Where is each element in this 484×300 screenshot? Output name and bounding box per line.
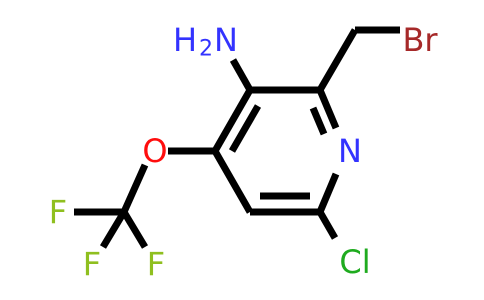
bond-c4-c3 [211, 88, 254, 153]
amino-n-label: N [214, 21, 238, 59]
oxygen-label: O [142, 132, 167, 170]
substituent-bonds [74, 26, 400, 249]
bond-c5-c4 [211, 149, 254, 214]
amino-h-label: H [173, 21, 197, 59]
bond-cf3-f-left [99, 210, 128, 249]
bond-o-cf3 [120, 163, 149, 214]
bond-c4-c3-inner [228, 104, 262, 153]
bond-c2-n1 [316, 88, 340, 130]
fluorine-left-label: F [83, 245, 101, 283]
ring-nitrogen-label: N [338, 132, 362, 170]
bond-cf3-f-right [120, 210, 149, 249]
amino-group: H 2 N [173, 21, 238, 62]
bond-c2-ch2 [316, 28, 359, 92]
bond-c2-n1-inner [309, 106, 328, 136]
bond-c6-cl [316, 210, 339, 240]
bond-n1-c6 [316, 172, 340, 214]
ring-bonds [211, 86, 340, 216]
fluorine-right-label: F [147, 245, 165, 283]
bond-c3-amino [229, 58, 254, 92]
chlorine-label: Cl [339, 243, 370, 281]
bromine-label: Br [402, 21, 438, 59]
amino-subscript-label: 2 [199, 37, 213, 62]
fluorine-top-label: F [49, 193, 67, 231]
